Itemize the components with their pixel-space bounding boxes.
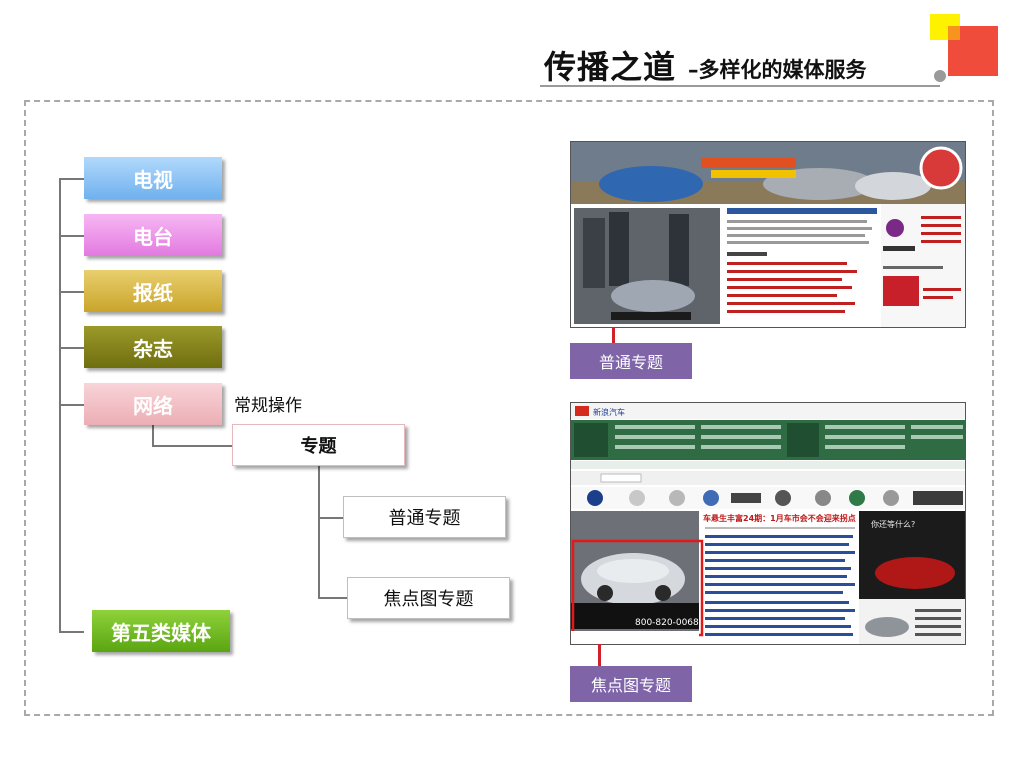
normal-topic-page-image xyxy=(571,142,965,327)
media-label-newspaper: 报纸 xyxy=(133,280,173,305)
media-box-tv: 电视 xyxy=(84,157,222,199)
focus-topic-tag: 焦点图专题 xyxy=(570,666,692,702)
connector-newspaper xyxy=(59,291,84,293)
media-box-radio: 电台 xyxy=(84,214,222,256)
title-underline-dot xyxy=(934,70,946,82)
focus-topic-label: 焦点图专题 xyxy=(383,589,474,610)
connector-internet-topic xyxy=(152,445,234,447)
topic-box: 专题 xyxy=(232,424,405,466)
media-box-magazine: 杂志 xyxy=(84,326,222,368)
focus-topic-screenshot: 新浪汽车 800-820-0068 xyxy=(570,402,966,645)
normal-topic-pointer xyxy=(612,327,615,347)
connector-fifth xyxy=(59,631,84,633)
connector-magazine xyxy=(59,347,84,349)
focus-headline: 车悬生丰富24期：1月车市会不会迎来拐点 xyxy=(703,513,856,523)
media-label-magazine: 杂志 xyxy=(133,336,173,361)
connector-normal-topic xyxy=(318,517,343,519)
connector-tv xyxy=(59,178,84,180)
focus-topic-box: 焦点图专题 xyxy=(347,577,510,619)
media-label-tv: 电视 xyxy=(133,167,173,192)
media-label-radio: 电台 xyxy=(133,224,173,249)
content-frame xyxy=(24,100,994,716)
connector-radio xyxy=(59,235,84,237)
connector-topic-down xyxy=(318,466,320,598)
focus-topic-pointer xyxy=(598,644,601,668)
title-underline xyxy=(540,85,940,87)
normal-topic-screenshot xyxy=(570,141,966,328)
media-label-fifth: 第五类媒体 xyxy=(111,620,211,645)
focus-topic-page-image: 新浪汽车 800-820-0068 xyxy=(571,403,965,644)
media-box-fifth: 第五类媒体 xyxy=(92,610,230,652)
topic-label: 专题 xyxy=(300,436,337,457)
focus-topic-tag-text: 焦点图专题 xyxy=(590,676,671,695)
focus-side-text: 你还等什么? xyxy=(871,519,915,529)
connector-focus-topic xyxy=(318,597,347,599)
media-label-internet: 网络 xyxy=(133,393,173,418)
page-title: 传播之道 xyxy=(544,48,677,86)
focus-hotline: 800-820-0068 xyxy=(635,618,699,628)
operation-label: 常规操作 xyxy=(234,396,302,416)
normal-topic-label: 普通专题 xyxy=(388,508,461,529)
connector-internet xyxy=(59,404,84,406)
focus-site-name: 新浪汽车 xyxy=(593,407,625,417)
page-subtitle: –多样化的媒体服务 xyxy=(688,58,867,82)
media-box-newspaper: 报纸 xyxy=(84,270,222,312)
normal-topic-tag-text: 普通专题 xyxy=(598,353,663,372)
normal-topic-tag: 普通专题 xyxy=(570,343,692,379)
normal-topic-box: 普通专题 xyxy=(343,496,506,538)
media-box-internet: 网络 xyxy=(84,383,222,425)
connector-internet-down xyxy=(152,424,154,446)
corner-square-overlap xyxy=(948,26,960,40)
